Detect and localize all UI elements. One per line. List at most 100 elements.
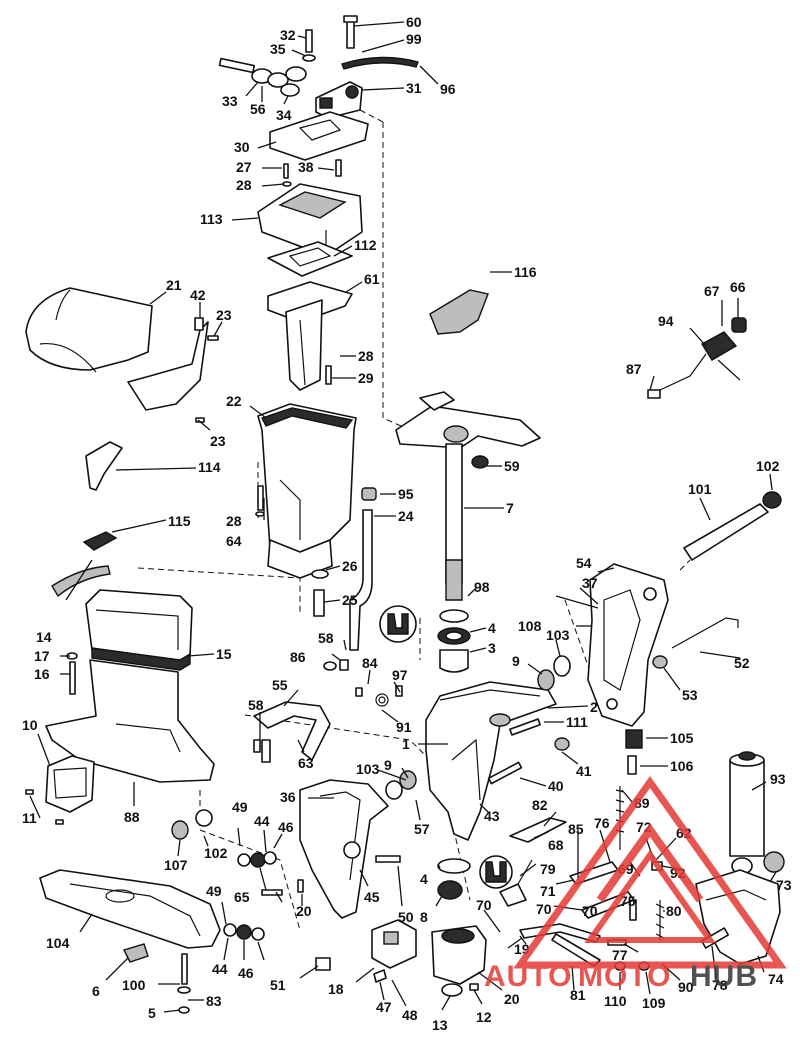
callout-63: 63 (298, 755, 314, 771)
callout-20: 20 (296, 903, 312, 919)
callout-58: 58 (318, 630, 334, 646)
callout-108: 108 (518, 618, 542, 634)
callout-54: 54 (576, 555, 592, 571)
callout-105: 105 (670, 730, 694, 746)
watermark-chevron (596, 823, 704, 903)
callout-30: 30 (234, 139, 250, 155)
callout-28c: 28 (226, 513, 242, 529)
washer-98-bushing-4-3 (437, 609, 471, 673)
watermark-text-hub: HUB (690, 960, 758, 993)
pin-12-20 (469, 983, 479, 991)
watermark-text-auto: AUTO (484, 960, 572, 993)
callout-101: 101 (688, 481, 712, 497)
callout-79: 79 (540, 861, 556, 877)
callout-107: 107 (164, 857, 188, 873)
screw-65-20 (261, 879, 304, 896)
bushings-9-103 (385, 655, 571, 800)
sealant-symbol-a (379, 605, 417, 643)
callout-34: 34 (276, 107, 292, 123)
callout-2: 2 (590, 699, 598, 715)
callout-46b: 46 (238, 965, 254, 981)
screw-37 (555, 595, 599, 609)
callout-115: 115 (168, 513, 191, 529)
callout-57: 57 (414, 821, 430, 837)
callout-53: 53 (682, 687, 698, 703)
screws-28-64 (255, 485, 265, 517)
watermark-triangle-inner (584, 849, 716, 943)
callout-42: 42 (190, 287, 206, 303)
bracket-114 (85, 441, 123, 491)
callout-labels: 60 99 96 31 32 35 33 56 34 30 27 28 38 1… (22, 14, 792, 1033)
grommet-95 (361, 487, 377, 501)
callout-83: 83 (206, 993, 222, 1009)
screw-58 (253, 659, 349, 753)
clip-47-48 (373, 969, 387, 983)
nut-107 (171, 820, 189, 840)
seal-14 (51, 565, 111, 598)
screws-11 (25, 789, 64, 825)
plate-30 (269, 111, 369, 161)
gasket-112 (267, 241, 353, 277)
steering-shaft-7 (445, 443, 463, 601)
callout-102b: 102 (204, 845, 228, 861)
callout-106: 106 (670, 758, 694, 774)
callout-114: 114 (198, 459, 221, 475)
callout-28: 28 (236, 177, 252, 193)
callout-113: 113 (200, 211, 223, 227)
callout-111: 111 (566, 714, 588, 730)
callout-5: 5 (148, 1005, 156, 1021)
callout-51: 51 (270, 977, 286, 993)
callout-68: 68 (548, 837, 564, 853)
swivel-bracket-1 (425, 681, 557, 841)
lever-116 (429, 289, 489, 335)
callout-64: 64 (226, 533, 242, 549)
bushings-49-44-46 (223, 851, 277, 941)
watermark-text-moto: MOTO (578, 960, 671, 993)
callout-91: 91 (396, 719, 412, 735)
callout-11: 11 (22, 810, 37, 826)
callout-66: 66 (730, 279, 746, 295)
bracket-31 (315, 81, 363, 119)
callout-23b: 23 (210, 433, 226, 449)
watermark-triangle-outer (513, 775, 787, 969)
stern-bracket-36 (299, 779, 389, 919)
callout-8: 8 (420, 909, 428, 925)
bushing-73 (763, 851, 785, 873)
midsection-15 (45, 589, 215, 783)
callout-21: 21 (166, 277, 182, 293)
callout-43: 43 (484, 808, 500, 824)
callout-35: 35 (270, 41, 286, 57)
callout-26: 26 (342, 558, 358, 574)
pins-111-41-40 (487, 718, 570, 785)
callout-82: 82 (532, 797, 548, 813)
callout-44b: 44 (212, 961, 228, 977)
lever-94-assembly (647, 317, 747, 399)
callout-58b: 58 (248, 697, 264, 713)
washer-102 (195, 809, 213, 827)
callout-23: 23 (216, 307, 232, 323)
callout-9: 9 (512, 653, 520, 669)
callout-17: 17 (34, 648, 50, 664)
plate-115 (82, 531, 118, 551)
callout-32: 32 (280, 27, 296, 43)
tilt-lever-82-79 (499, 817, 567, 907)
nut-53 (652, 655, 668, 669)
callout-65: 65 (234, 889, 250, 905)
callout-20b: 20 (504, 991, 520, 1007)
callout-60: 60 (406, 14, 422, 30)
callout-52: 52 (734, 655, 750, 671)
plug-105-106 (625, 729, 643, 775)
callout-77: 77 (612, 947, 628, 963)
callout-67: 67 (704, 283, 720, 299)
trim-cylinder-93 (729, 751, 765, 875)
callout-15: 15 (216, 646, 232, 662)
callout-76: 76 (594, 815, 610, 831)
callout-103b: 103 (356, 761, 380, 777)
callout-3: 3 (488, 640, 496, 656)
callout-31: 31 (406, 80, 422, 96)
callout-87: 87 (626, 361, 642, 377)
callout-24: 24 (398, 508, 414, 524)
spring-80 (655, 900, 665, 940)
clamp-18 (371, 919, 417, 969)
callout-61: 61 (364, 271, 380, 287)
